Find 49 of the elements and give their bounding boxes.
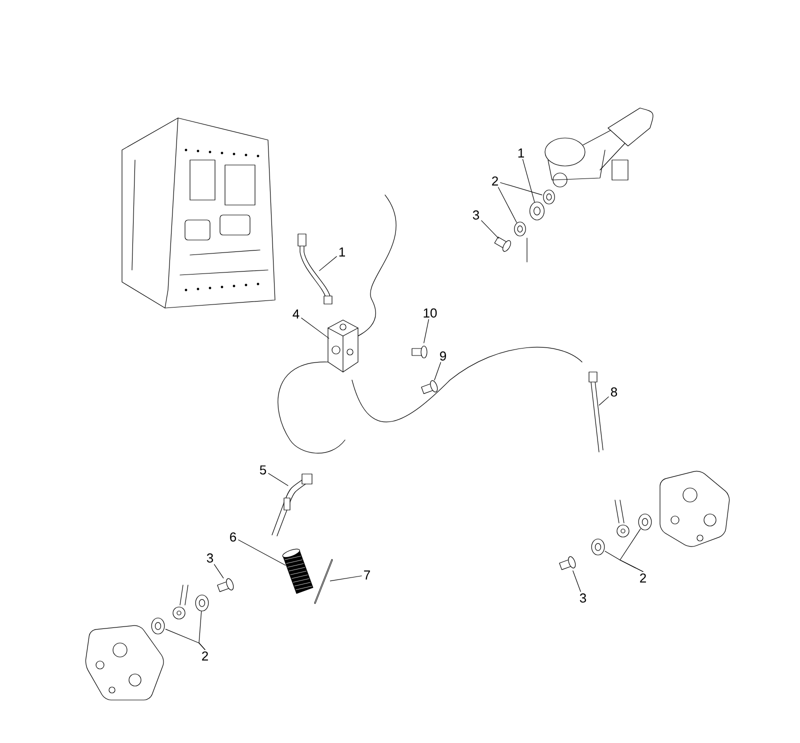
- leader-line: [522, 158, 535, 202]
- callout-number: 3: [206, 553, 214, 563]
- callout-number: 8: [610, 387, 618, 397]
- callout-number: 1: [518, 148, 524, 158]
- hose-drawing: [272, 474, 312, 536]
- pin-drawing: [314, 559, 333, 604]
- leader-line: [500, 182, 542, 196]
- leader-line: [268, 473, 288, 486]
- callout-number: 2: [202, 651, 208, 661]
- leader-line: [598, 396, 609, 406]
- leader-line: [319, 256, 337, 271]
- bolt-drawing: [412, 346, 428, 358]
- washer-drawing: [591, 538, 605, 556]
- bolt-drawing: [494, 236, 511, 252]
- callout-number: 9: [440, 351, 446, 361]
- callout-number: 7: [364, 570, 370, 580]
- leader-line: [481, 220, 499, 239]
- callout-number: 1: [339, 248, 345, 256]
- bolt-drawing: [217, 578, 234, 592]
- leader-line: [238, 540, 286, 566]
- leader-line: [434, 362, 442, 380]
- leader-line: [424, 319, 429, 344]
- leader-line: [198, 610, 206, 650]
- leader-line: [301, 318, 330, 339]
- hose-drawing: [298, 234, 332, 304]
- leader-line: [330, 576, 362, 582]
- leader-line: [620, 528, 644, 572]
- washer-drawing: [514, 222, 526, 236]
- callout-number: 3: [580, 593, 586, 603]
- callout-number: 2: [640, 573, 646, 583]
- washer-drawing: [543, 190, 555, 204]
- spring-drawing: [282, 548, 314, 594]
- callout-number: 6: [230, 532, 236, 542]
- washer-drawing: [638, 514, 652, 530]
- block-drawing: [328, 320, 358, 372]
- callout-number: 5: [260, 465, 266, 475]
- washer-drawing: [151, 618, 165, 634]
- leader-line: [498, 187, 517, 223]
- bolt-drawing: [559, 556, 576, 570]
- callout-number: 10: [424, 308, 437, 318]
- callout-number: 2: [492, 176, 498, 186]
- leader-line: [214, 564, 224, 578]
- callout-number: 4: [292, 310, 300, 318]
- leader-line: [572, 570, 581, 592]
- bolt-drawing: [421, 380, 438, 394]
- callout-number: 3: [472, 210, 480, 220]
- hose-drawing: [588, 372, 604, 452]
- washer-drawing: [530, 202, 544, 220]
- washer-drawing: [195, 594, 209, 612]
